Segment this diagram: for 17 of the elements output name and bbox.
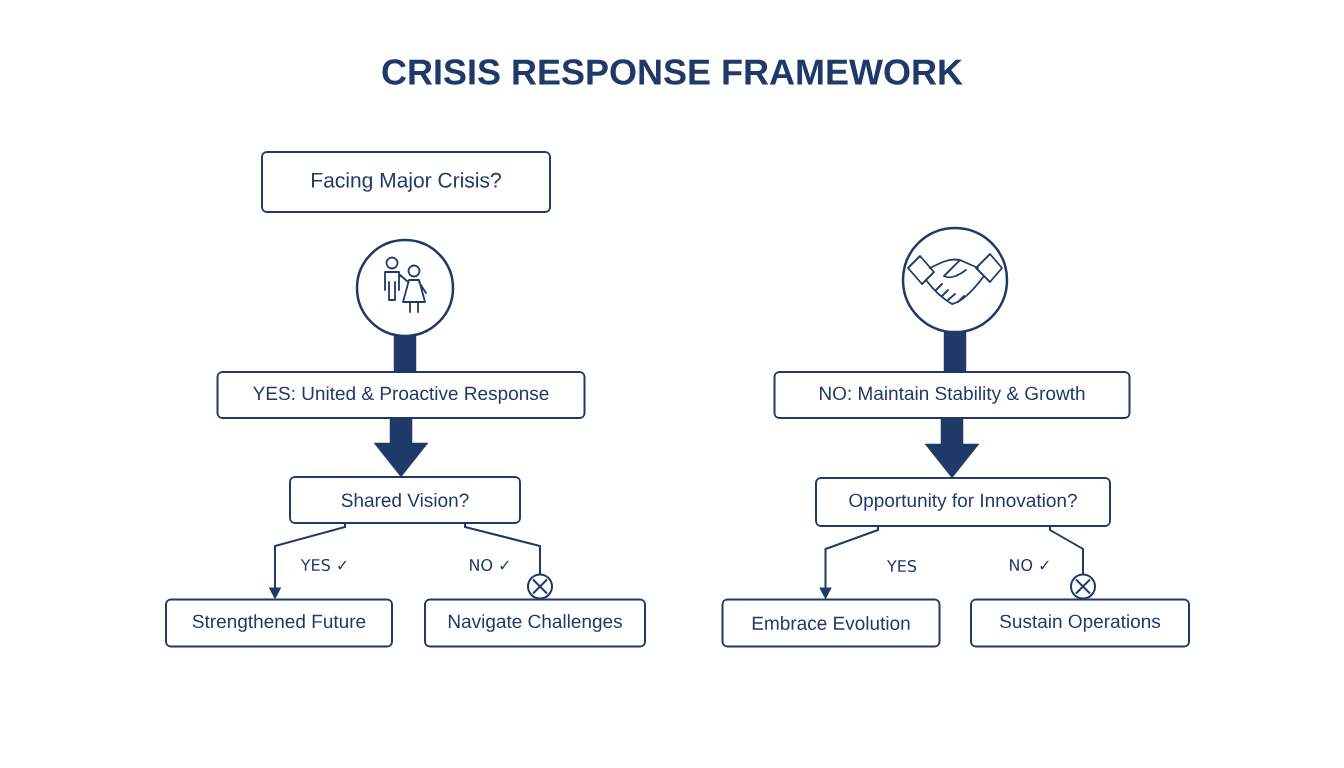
icon-circle: [901, 226, 1009, 334]
process-box: NO: Maintain Stability & Growth: [773, 371, 1131, 419]
decision-box: Facing Major Crisis?: [261, 151, 551, 213]
arrow: [373, 417, 429, 478]
connector: [464, 522, 553, 600]
process-box: Sustain Operations: [970, 598, 1190, 648]
process-box: Embrace Evolution: [721, 598, 941, 648]
title: CRISIS RESPONSE FRAMEWORK: [382, 59, 963, 85]
process-box: Strengthened Future: [165, 598, 393, 648]
arrow: [924, 417, 980, 479]
icon-circle: [355, 238, 455, 338]
process-box: YES: United & Proactive Response: [216, 371, 586, 419]
process-box: Navigate Challenges: [424, 598, 646, 648]
connector: [943, 331, 967, 373]
decision-box: Opportunity for Innovation?: [815, 477, 1111, 527]
connector: [1049, 525, 1096, 600]
decision-box: Shared Vision?: [289, 476, 521, 524]
